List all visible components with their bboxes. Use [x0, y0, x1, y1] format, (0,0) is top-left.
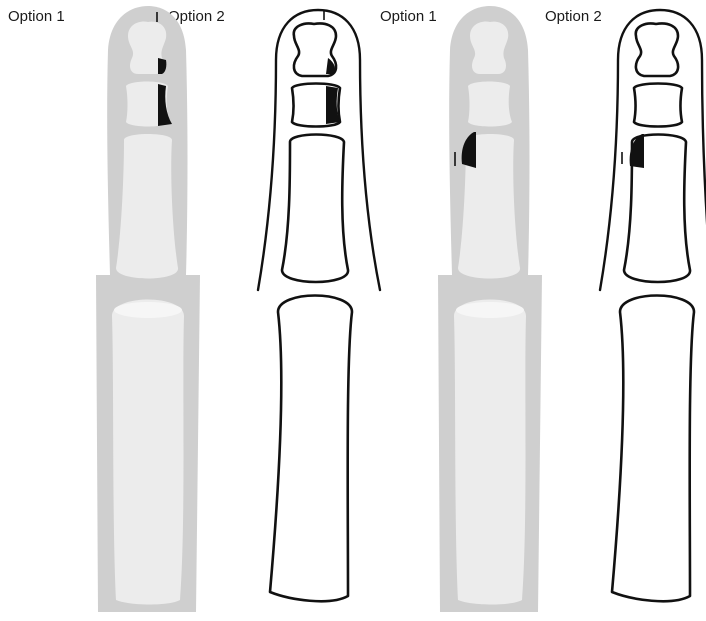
panel-b-line-fragment-proximal [630, 134, 644, 168]
panel-b-metacarpal [454, 300, 526, 605]
panel-a-radiograph [96, 6, 200, 612]
panel-a-metacarpal [112, 300, 184, 605]
panel-b-line-distal-phalanx [636, 24, 678, 77]
panel-a-line-metacarpal [270, 296, 352, 602]
panel-b-distal-phalanx [470, 22, 508, 74]
panel-a-joint-highlight [114, 302, 182, 318]
panel-b-radiograph [438, 6, 542, 612]
panel-a-line-proximal-phalanx [282, 135, 348, 283]
panel-b-line-middle-phalanx [634, 84, 682, 127]
panel-b-line-metacarpal [612, 296, 694, 602]
panel-a-proximal-phalanx [116, 134, 178, 279]
panel-a-line-drawing [258, 10, 380, 601]
panel-b-joint-highlight [456, 302, 524, 318]
panel-b-middle-phalanx [468, 82, 512, 127]
panel-b-line-drawing [600, 10, 706, 601]
